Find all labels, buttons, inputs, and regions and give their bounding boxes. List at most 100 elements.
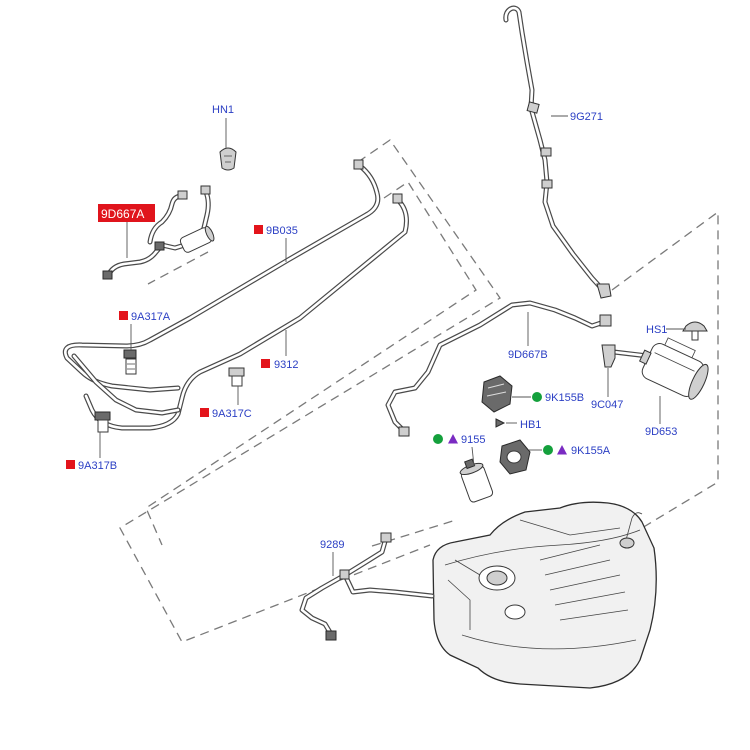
callout-label[interactable]: HN1 xyxy=(212,104,234,116)
hs1-cap xyxy=(682,321,708,332)
dashed-line-right xyxy=(611,210,719,529)
green-circle-marker xyxy=(433,434,443,444)
canister-bracket xyxy=(654,337,696,372)
green-circle-marker xyxy=(543,445,553,455)
callout-label[interactable]: 9A317C xyxy=(212,408,252,420)
clip-detail xyxy=(224,155,232,163)
callout-label[interactable]: 9K155A xyxy=(571,445,611,457)
callout-9312[interactable]: 9312 xyxy=(261,330,298,371)
clip-body xyxy=(231,375,243,387)
canister-end xyxy=(688,363,709,400)
callout-label[interactable]: HS1 xyxy=(646,324,667,336)
tank-strap xyxy=(519,519,621,536)
line-end-fitting xyxy=(599,314,612,327)
hose-connector xyxy=(541,179,553,189)
callout-label[interactable]: 9D653 xyxy=(645,426,677,438)
tank-pump-cap xyxy=(486,570,508,586)
callout-label[interactable]: 9A317B xyxy=(78,460,117,472)
callout-label[interactable]: 9312 xyxy=(274,359,298,371)
red-square-marker xyxy=(119,311,128,320)
callout-9d653[interactable]: 9D653 xyxy=(645,396,677,438)
callout-label[interactable]: 9G271 xyxy=(570,111,603,123)
harness-connector xyxy=(380,532,392,543)
line-end-fitting xyxy=(353,159,364,170)
tank-sender-ring xyxy=(504,604,526,620)
callout-label[interactable]: 9289 xyxy=(320,539,344,551)
callout-9d667b[interactable]: 9D667B xyxy=(508,312,548,361)
tank-filler-neck xyxy=(625,512,643,541)
leader-line xyxy=(471,446,475,467)
clip-body xyxy=(125,358,137,375)
line-end-fitting xyxy=(398,426,410,437)
callout-9g271[interactable]: 9G271 xyxy=(551,111,603,123)
part-hb1-bolt xyxy=(495,418,506,428)
red-square-marker xyxy=(254,225,263,234)
harness-connector xyxy=(339,569,350,580)
hs1-stem xyxy=(691,330,699,341)
callout-hs1[interactable]: HS1 xyxy=(646,324,686,336)
clip-top xyxy=(94,411,111,421)
tank-top-edge xyxy=(444,529,641,566)
dashed-grouping-lines xyxy=(119,139,719,643)
purple-triangle-marker xyxy=(448,434,458,444)
bracket-ring xyxy=(506,450,522,464)
callout-9155[interactable]: 9155 xyxy=(433,434,485,467)
callout-label[interactable]: 9155 xyxy=(461,434,485,446)
canister-port xyxy=(638,349,652,365)
part-9d667b-line xyxy=(388,303,612,437)
callout-hb1[interactable]: HB1 xyxy=(506,419,541,431)
tank-outline xyxy=(432,501,657,689)
clip-body xyxy=(219,147,237,171)
callout-label[interactable]: 9B035 xyxy=(266,225,298,237)
part-hs1 xyxy=(682,321,708,341)
clip-detail xyxy=(127,363,135,370)
green-circle-marker xyxy=(532,392,542,402)
tube-connector xyxy=(154,241,165,251)
clip-body xyxy=(97,419,109,433)
connector-body xyxy=(601,344,616,368)
callout-9d667a-highlighted[interactable]: 9D667A xyxy=(98,204,155,258)
tank-lower-edge xyxy=(461,634,637,650)
dashed-line-outer xyxy=(119,139,501,643)
part-9g271-hose xyxy=(506,8,612,299)
part-9d667a-assembly xyxy=(102,185,215,280)
callout-9c047[interactable]: 9C047 xyxy=(591,368,623,411)
callout-9k155a[interactable]: 9K155A xyxy=(529,445,611,457)
callout-9289[interactable]: 9289 xyxy=(320,539,344,576)
part-9c047-connector xyxy=(601,344,648,368)
cylinder-cap xyxy=(204,225,215,242)
callout-9a317b[interactable]: 9A317B xyxy=(66,432,117,472)
tank-drawing xyxy=(432,501,657,689)
purple-triangle-marker xyxy=(557,445,567,455)
red-square-marker xyxy=(261,359,270,368)
callout-label[interactable]: 9D667A xyxy=(101,207,144,221)
red-square-marker xyxy=(200,408,209,417)
part-9d653-canister xyxy=(638,337,709,400)
red-square-marker xyxy=(66,460,75,469)
callout-9k155b[interactable]: 9K155B xyxy=(512,392,584,404)
callout-label[interactable]: 9K155B xyxy=(545,392,584,404)
hose-connector xyxy=(526,101,540,114)
callout-label[interactable]: HB1 xyxy=(520,419,541,431)
dashed-line-inner xyxy=(145,181,477,546)
callout-9b035[interactable]: 9B035 xyxy=(254,225,298,262)
assembly-cylinder xyxy=(179,225,215,253)
part-9289-harness xyxy=(302,532,432,641)
part-hn1-clip xyxy=(219,147,237,171)
callout-9a317a[interactable]: 9A317A xyxy=(119,311,171,350)
tube-connector xyxy=(177,190,188,200)
callout-label[interactable]: 9A317A xyxy=(131,311,171,323)
part-9k155a-bracket xyxy=(499,439,531,475)
bracket-detail xyxy=(486,383,507,397)
tank-ribs xyxy=(539,544,629,621)
callout-label[interactable]: 9C047 xyxy=(591,399,623,411)
part-9a317c-clip xyxy=(228,367,245,387)
clip-top xyxy=(123,349,137,359)
callout-label[interactable]: 9D667B xyxy=(508,349,548,361)
line-end-fitting xyxy=(392,193,403,204)
harness-connector xyxy=(325,630,337,641)
callout-9a317c[interactable]: 9A317C xyxy=(200,386,252,420)
dashed-line-assembly xyxy=(147,251,209,285)
callout-hn1[interactable]: HN1 xyxy=(212,104,234,148)
